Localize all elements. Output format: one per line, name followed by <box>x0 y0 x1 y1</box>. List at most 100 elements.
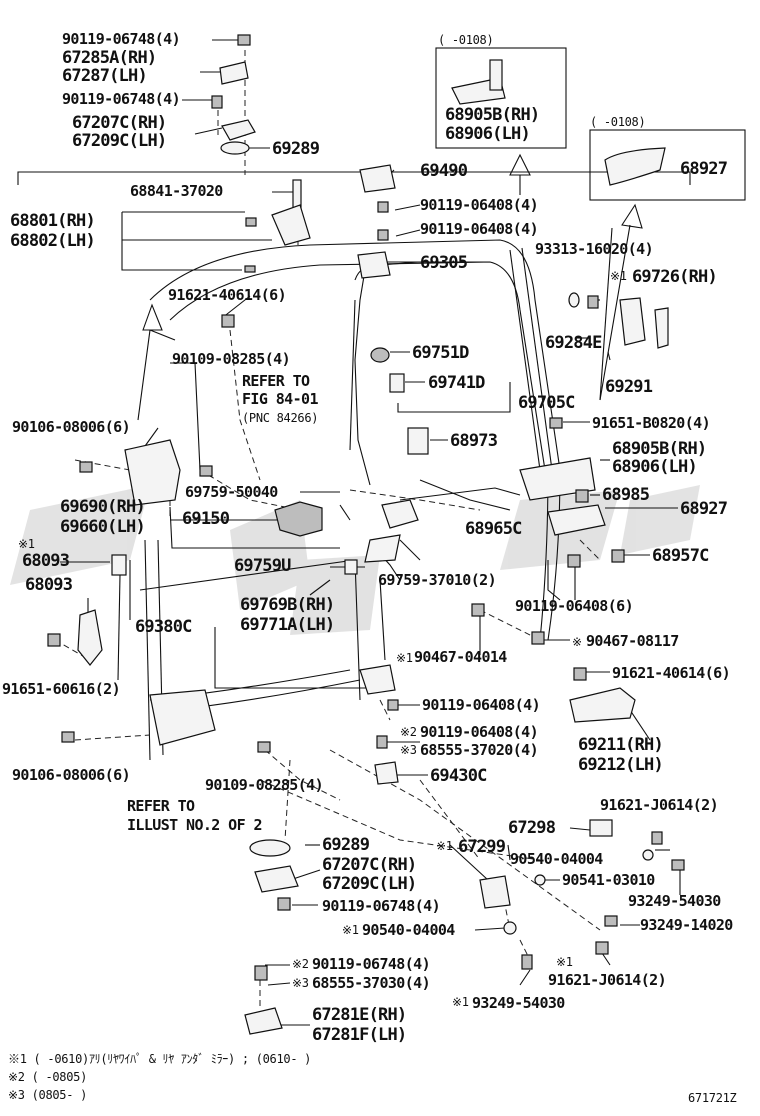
part-shapes <box>47 34 685 1035</box>
label-note-mark-1c: ※1 <box>396 651 413 665</box>
label-68841-37020: 68841-37020 <box>130 182 223 200</box>
footnotes: ※1 ( -0610)ｱﾘ(ﾘﾔﾜｲﾊﾟ & ﾘﾔ ｱﾝﾀﾞ ﾐﾗｰ) ; (0… <box>8 1052 737 1105</box>
label-69289-b: 69289 <box>322 835 370 855</box>
label-68906: 68906(LH) <box>612 457 697 477</box>
label-90119-06748-c: 90119-06748(4) <box>322 897 440 915</box>
label-69771a: 69771A(LH) <box>240 615 334 635</box>
label-69150: 69150 <box>182 509 230 529</box>
diagram-id: 671721Z <box>688 1091 737 1105</box>
label-90119-06748-b: 90119-06748(4) <box>62 90 180 108</box>
label-68973: 68973 <box>450 431 498 451</box>
footnote-2: ※2 ( -0805) <box>8 1070 87 1084</box>
label-inset-range-a: ( -0108) <box>438 33 493 47</box>
label-68985: 68985 <box>602 485 650 505</box>
label-90106-08006: 90106-08006(6) <box>12 418 130 436</box>
label-67209c-b: 67209C(LH) <box>322 874 416 894</box>
label-note-mark-plain: ※ <box>572 635 582 649</box>
label-69751d: 69751D <box>412 343 469 363</box>
label-note-mark-1d: ※1 <box>436 839 453 853</box>
label-note-mark-2a: ※2 <box>400 725 417 739</box>
label-90541-03010: 90541-03010 <box>562 871 655 889</box>
label-69759-37010: 69759-37010(2) <box>378 571 496 589</box>
label-69289: 69289 <box>272 139 320 159</box>
label-90119-06408-b: 90119-06408(4) <box>420 220 538 238</box>
label-69212: 69212(LH) <box>578 755 663 775</box>
label-69284e: 69284E <box>545 333 602 353</box>
label-note-mark-1e: ※1 <box>342 923 359 937</box>
label-68957c: 68957C <box>652 546 709 566</box>
label-note-mark-3b: ※3 <box>292 976 309 990</box>
label-68965c: 68965C <box>465 519 522 539</box>
label-93249-54030: 93249-54030 <box>628 892 721 910</box>
label-90109-08285-b: 90109-08285(4) <box>205 776 323 794</box>
label-68555-37020: 68555-37020(4) <box>420 741 538 759</box>
label-68927-inset: 68927 <box>680 159 727 179</box>
label-note-mark-1a: ※1 <box>18 537 35 551</box>
footnote-1: ※1 ( -0610)ｱﾘ(ﾘﾔﾜｲﾊﾟ & ﾘﾔ ｱﾝﾀﾞ ﾐﾗｰ) ; (0… <box>8 1052 311 1066</box>
label-93249-54030-b: 93249-54030 <box>472 994 565 1012</box>
label-90109-08285: 90109-08285(4) <box>172 350 290 368</box>
label-93249-14020: 93249-14020 <box>640 916 733 934</box>
label-69769b: 69769B(RH) <box>240 595 334 615</box>
label-67285a: 67285A(RH) <box>62 48 156 68</box>
label-68905b: 68905B(RH) <box>612 439 706 459</box>
label-69380c: 69380C <box>135 617 192 637</box>
inset-box-upper-guide <box>435 47 567 149</box>
label-67207c: 67207C(RH) <box>72 113 166 133</box>
label-69305: 69305 <box>420 253 468 273</box>
label-refer-to: REFER TO <box>242 372 310 390</box>
label-91621-40614-b: 91621-40614(6) <box>612 664 730 682</box>
label-67207c-b: 67207C(RH) <box>322 855 416 875</box>
label-90540-04004: 90540-04004 <box>510 850 603 868</box>
label-69690: 69690(RH) <box>60 497 145 517</box>
label-67299: 67299 <box>458 837 506 857</box>
label-69759u: 69759U <box>234 556 291 576</box>
label-91651-60616: 91651-60616(2) <box>2 680 120 698</box>
label-68093-a: 68093 <box>22 551 70 571</box>
label-90119-06748: 90119-06748(4) <box>62 30 180 48</box>
label-68555-37030: 68555-37030(4) <box>312 974 430 992</box>
label-note-mark-1g: ※1 <box>452 995 469 1009</box>
label-91621-40614: 91621-40614(6) <box>168 286 286 304</box>
label-68802: 68802(LH) <box>10 231 95 251</box>
label-90119-06748-d: 90119-06748(4) <box>312 955 430 973</box>
label-68906-inset: 68906(LH) <box>445 124 530 144</box>
label-91621-j0614: 91621-J0614(2) <box>600 796 718 814</box>
footnote-3: ※3 (0805- ) <box>8 1088 87 1102</box>
label-67287: 67287(LH) <box>62 66 147 86</box>
label-69759-50040: 69759-50040 <box>185 483 278 501</box>
label-90119-06408-e: 90119-06408(4) <box>420 723 538 741</box>
label-68927: 68927 <box>680 499 727 519</box>
label-93313-16020: 93313-16020(4) <box>535 240 653 258</box>
label-68801: 68801(RH) <box>10 211 95 231</box>
label-note-mark-1b: ※1 <box>610 269 627 283</box>
label-69211: 69211(RH) <box>578 735 663 755</box>
label-68905b-inset: 68905B(RH) <box>445 105 539 125</box>
label-inset-range-b: ( -0108) <box>590 115 645 129</box>
part-labels: 90119-06748(4) 67285A(RH) 67287(LH) 9011… <box>2 30 734 1045</box>
label-refer-to-b: REFER TO <box>127 797 195 815</box>
label-91621-j0614-b: 91621-J0614(2) <box>548 971 666 989</box>
label-90106-08006-b: 90106-08006(6) <box>12 766 130 784</box>
bracket-line <box>17 171 691 185</box>
arrows <box>137 153 643 421</box>
label-69741d: 69741D <box>428 373 485 393</box>
label-67281e: 67281E(RH) <box>312 1005 406 1025</box>
label-69490: 69490 <box>420 161 468 181</box>
label-90119-06408-d: 90119-06408(4) <box>422 696 540 714</box>
label-90467-08117: 90467-08117 <box>586 632 679 650</box>
label-pnc-84266: (PNC 84266) <box>242 411 318 425</box>
inset-box-cover <box>589 129 746 201</box>
label-68093-b: 68093 <box>25 575 73 595</box>
label-69291: 69291 <box>605 377 653 397</box>
label-69726: 69726(RH) <box>632 267 717 287</box>
label-69705c: 69705C <box>518 393 575 413</box>
label-illust-no2: ILLUST NO.2 OF 2 <box>127 816 262 834</box>
label-90119-06408-a: 90119-06408(4) <box>420 196 538 214</box>
label-69660: 69660(LH) <box>60 517 145 537</box>
label-67298: 67298 <box>508 818 556 838</box>
label-67209c: 67209C(LH) <box>72 131 166 151</box>
label-69430c: 69430C <box>430 766 487 786</box>
